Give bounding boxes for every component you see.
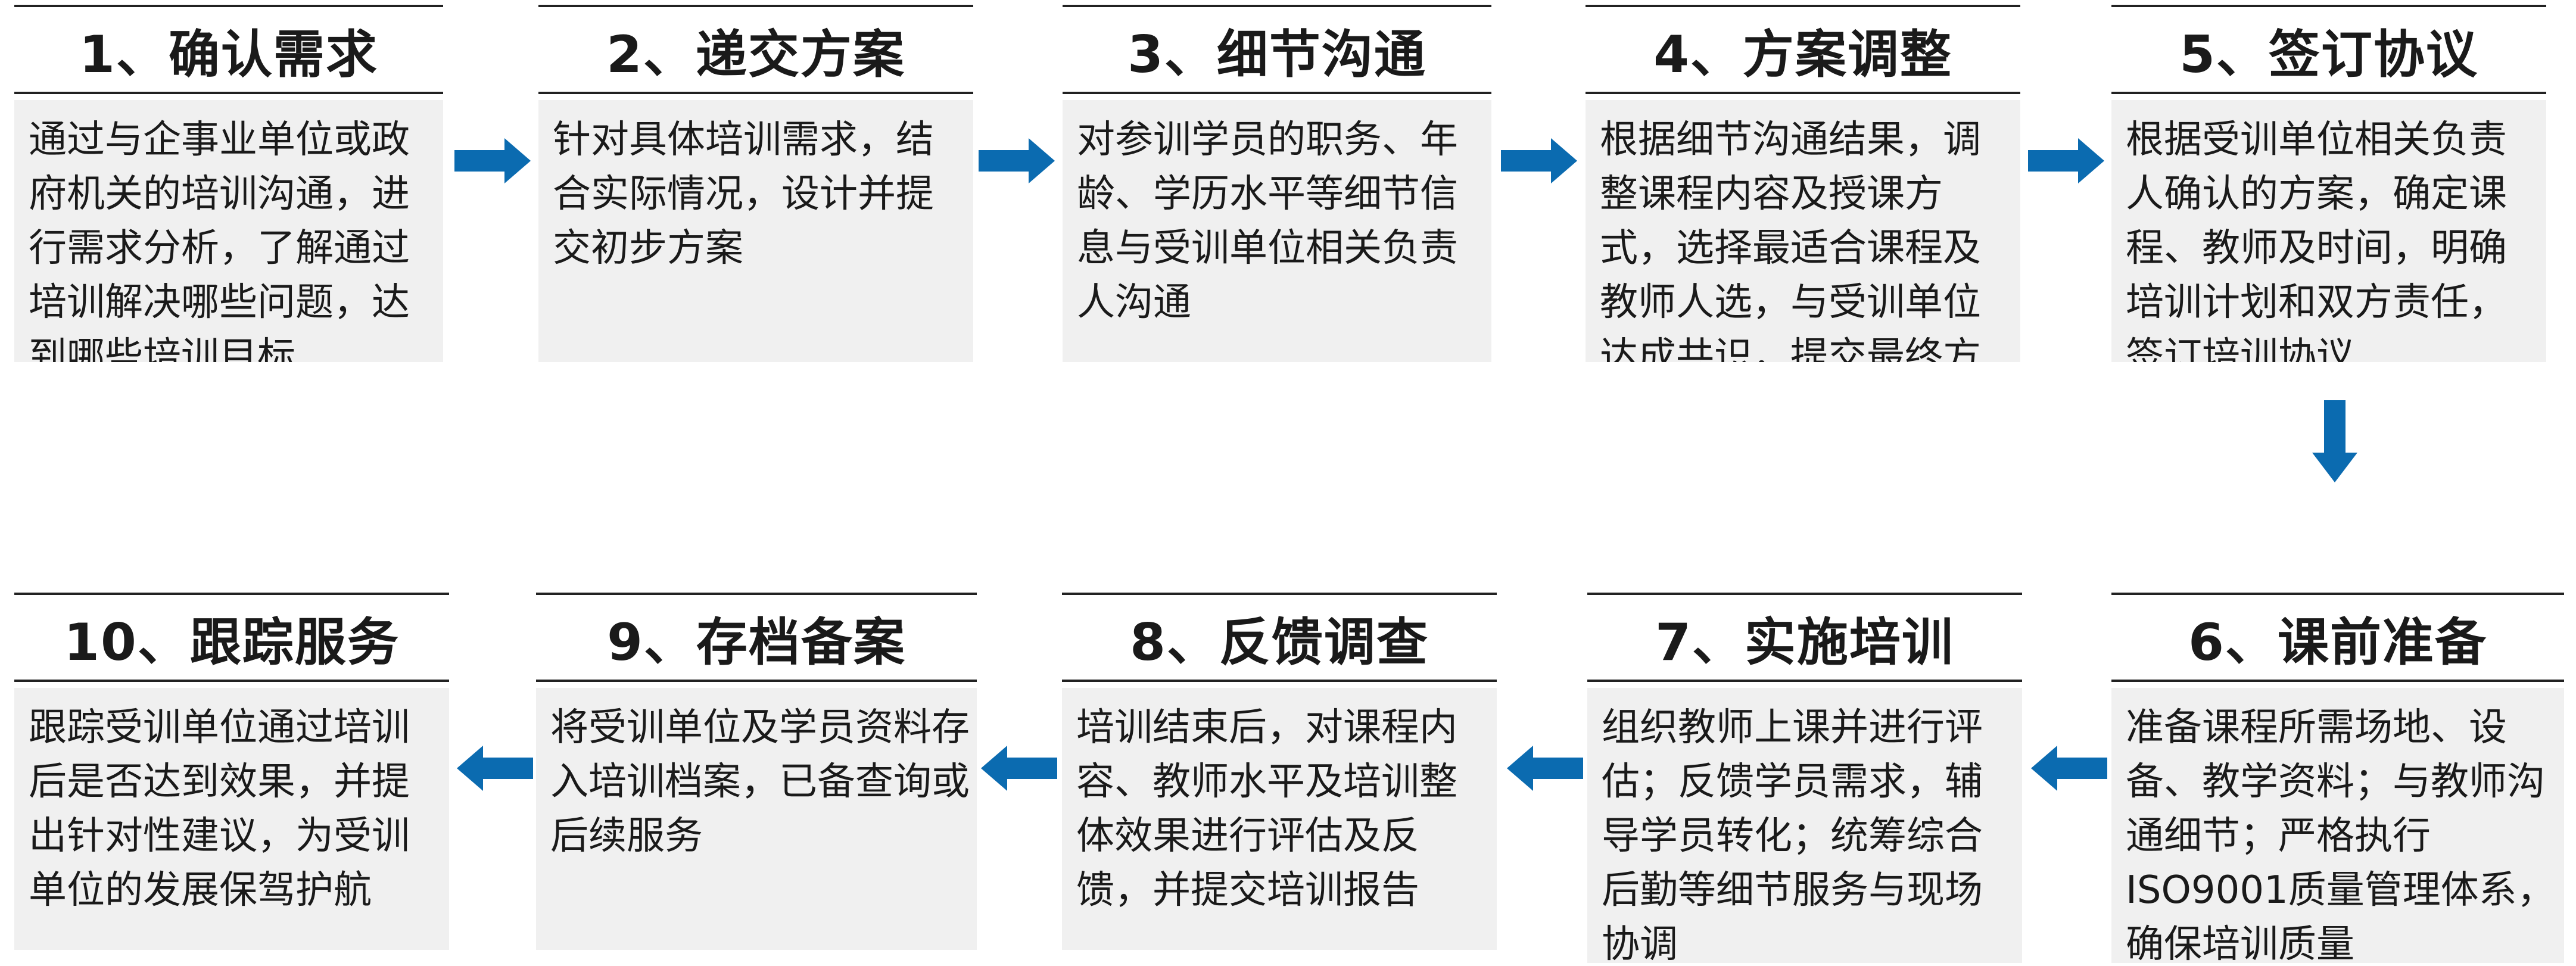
step-2-title: 2、递交方案 xyxy=(606,24,905,85)
step-2-description: 针对具体培训需求，结合实际情况，设计并提交初步方案 xyxy=(538,100,973,362)
arrow-left-icon xyxy=(2030,744,2107,792)
step-1-title: 1、确认需求 xyxy=(79,24,378,85)
step-10-follow-up: 10、跟踪服务 跟踪受训单位通过培训后是否达到效果，并提出针对性建议，为受训单位… xyxy=(14,593,449,950)
step-9-description: 将受训单位及学员资料存入培训档案，已备查询或后续服务 xyxy=(536,688,977,950)
step-7-header: 7、实施培训 xyxy=(1587,593,2022,682)
arrow-right-shape xyxy=(979,138,1055,183)
step-7-title: 7、实施培训 xyxy=(1655,612,1954,672)
step-10-description: 跟踪受训单位通过培训后是否达到效果，并提出针对性建议，为受训单位的发展保驾护航 xyxy=(14,688,449,950)
step-6-header: 6、课前准备 xyxy=(2111,593,2564,682)
arrow-right-shape xyxy=(2028,138,2104,183)
step-5-description: 根据受训单位相关负责人确认的方案，确定课程、教师及时间，明确培训计划和双方责任，… xyxy=(2111,100,2546,362)
step-3-description: 对参训学员的职务、年龄、学历水平等细节信息与受训单位相关负责人沟通 xyxy=(1063,100,1491,362)
arrow-right-icon xyxy=(454,137,532,185)
step-3-header: 3、细节沟通 xyxy=(1063,5,1491,94)
step-10-header: 10、跟踪服务 xyxy=(14,593,449,682)
arrow-left-shape xyxy=(457,746,533,791)
step-8-title: 8、反馈调查 xyxy=(1130,612,1429,672)
step-2-submit-plan: 2、递交方案 针对具体培训需求，结合实际情况，设计并提交初步方案 xyxy=(538,5,973,362)
arrow-left-icon xyxy=(980,744,1057,792)
arrow-down-shape xyxy=(2312,400,2357,482)
step-5-title: 5、签订协议 xyxy=(2179,24,2478,85)
arrow-right-shape xyxy=(1501,138,1577,183)
arrow-left-shape xyxy=(1507,746,1583,791)
step-5-sign-agreement: 5、签订协议 根据受训单位相关负责人确认的方案，确定课程、教师及时间，明确培训计… xyxy=(2111,5,2546,362)
step-10-title: 10、跟踪服务 xyxy=(64,612,400,672)
arrow-left-shape xyxy=(2031,746,2107,791)
arrow-right-icon xyxy=(2028,137,2105,185)
step-7-implement-training: 7、实施培训 组织教师上课并进行评估；反馈学员需求，辅导学员转化；统筹综合后勤等… xyxy=(1587,593,2022,963)
step-8-header: 8、反馈调查 xyxy=(1062,593,1497,682)
step-4-title: 4、方案调整 xyxy=(1653,24,1952,85)
arrow-right-icon xyxy=(1501,137,1578,185)
step-1-confirm-needs: 1、确认需求 通过与企事业单位或政府机关的培训沟通，进行需求分析，了解通过培训解… xyxy=(14,5,443,362)
step-1-header: 1、确认需求 xyxy=(14,5,443,94)
arrow-right-icon xyxy=(979,137,1056,185)
step-7-description: 组织教师上课并进行评估；反馈学员需求，辅导学员转化；统筹综合后勤等细节服务与现场… xyxy=(1587,688,2022,963)
arrow-left-shape xyxy=(981,746,1057,791)
step-9-title: 9、存档备案 xyxy=(607,612,906,672)
step-9-header: 9、存档备案 xyxy=(536,593,977,682)
step-3-detail-communication: 3、细节沟通 对参训学员的职务、年龄、学历水平等细节信息与受训单位相关负责人沟通 xyxy=(1063,5,1491,362)
step-4-description: 根据细节沟通结果，调整课程内容及授课方式，选择最适合课程及教师人选，与受训单位达… xyxy=(1586,100,2020,362)
step-4-plan-adjustment: 4、方案调整 根据细节沟通结果，调整课程内容及授课方式，选择最适合课程及教师人选… xyxy=(1586,5,2020,362)
step-3-title: 3、细节沟通 xyxy=(1127,24,1426,85)
arrow-right-shape xyxy=(454,138,531,183)
step-8-description: 培训结束后，对课程内容、教师水平及培训整体效果进行评估及反馈，并提交培训报告 xyxy=(1062,688,1497,950)
arrow-down-icon xyxy=(2311,400,2359,484)
step-4-header: 4、方案调整 xyxy=(1586,5,2020,94)
step-6-title: 6、课前准备 xyxy=(2188,612,2487,672)
step-5-header: 5、签订协议 xyxy=(2111,5,2546,94)
step-8-feedback-survey: 8、反馈调查 培训结束后，对课程内容、教师水平及培训整体效果进行评估及反馈，并提… xyxy=(1062,593,1497,950)
arrow-left-icon xyxy=(1506,744,1583,792)
step-6-pre-class-preparation: 6、课前准备 准备课程所需场地、设备、教学资料；与教师沟通细节；严格执行ISO9… xyxy=(2111,593,2564,963)
step-1-description: 通过与企事业单位或政府机关的培训沟通，进行需求分析，了解通过培训解决哪些问题，达… xyxy=(14,100,443,362)
step-6-description: 准备课程所需场地、设备、教学资料；与教师沟通细节；严格执行ISO9001质量管理… xyxy=(2111,688,2564,963)
step-2-header: 2、递交方案 xyxy=(538,5,973,94)
step-9-archive: 9、存档备案 将受训单位及学员资料存入培训档案，已备查询或后续服务 xyxy=(536,593,977,950)
arrow-left-icon xyxy=(456,744,533,792)
